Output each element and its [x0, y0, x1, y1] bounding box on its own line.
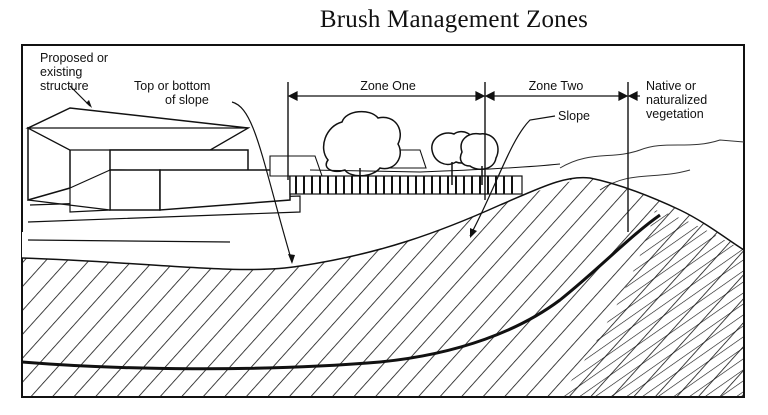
svg-text:Zone Two: Zone Two: [529, 79, 584, 93]
native-vegetation-hatched: [560, 210, 744, 397]
zone-two-label: Zone Two: [529, 79, 584, 93]
bottom-of-slope-line: [22, 213, 661, 371]
svg-text:Zone One: Zone One: [360, 79, 416, 93]
background-hills: [559, 139, 744, 169]
native-vegetation-label-1: Native or: [646, 79, 696, 93]
zone-one-label: Zone One: [360, 79, 416, 93]
structure-label-3: structure: [40, 79, 89, 93]
svg-text:Native or: Native or: [646, 79, 696, 93]
structure: [25, 107, 291, 213]
slope-label: Slope: [558, 109, 590, 123]
svg-text:structure: structure: [40, 79, 89, 93]
svg-text:Top or bottom: Top or bottom: [134, 79, 210, 93]
slope-edge-leader: [231, 101, 293, 263]
svg-text:vegetation: vegetation: [646, 107, 704, 121]
svg-text:Slope: Slope: [558, 109, 590, 123]
top-of-slope-line: [22, 176, 744, 271]
trees: [322, 110, 499, 185]
slope-leader: [469, 115, 556, 237]
svg-text:naturalized: naturalized: [646, 93, 707, 107]
zone-arrows: [287, 91, 640, 101]
fence: [289, 175, 523, 195]
top-of-slope-surface: [22, 178, 590, 270]
svg-text:Proposed or: Proposed or: [40, 51, 108, 65]
structure-label-1: Proposed or: [40, 51, 108, 65]
slope-edge-label-2: of slope: [165, 93, 209, 107]
structure-label-2: existing: [40, 65, 82, 79]
svg-text:existing: existing: [40, 65, 82, 79]
slope-edge-label-1: Top or bottom: [134, 79, 210, 93]
native-vegetation-label-2: naturalized: [646, 93, 707, 107]
svg-text:of slope: of slope: [165, 93, 209, 107]
slope-hatched-ground: [22, 177, 744, 397]
native-vegetation-label-3: vegetation: [646, 107, 704, 121]
diagram-title: Brush Management Zones: [319, 6, 589, 33]
